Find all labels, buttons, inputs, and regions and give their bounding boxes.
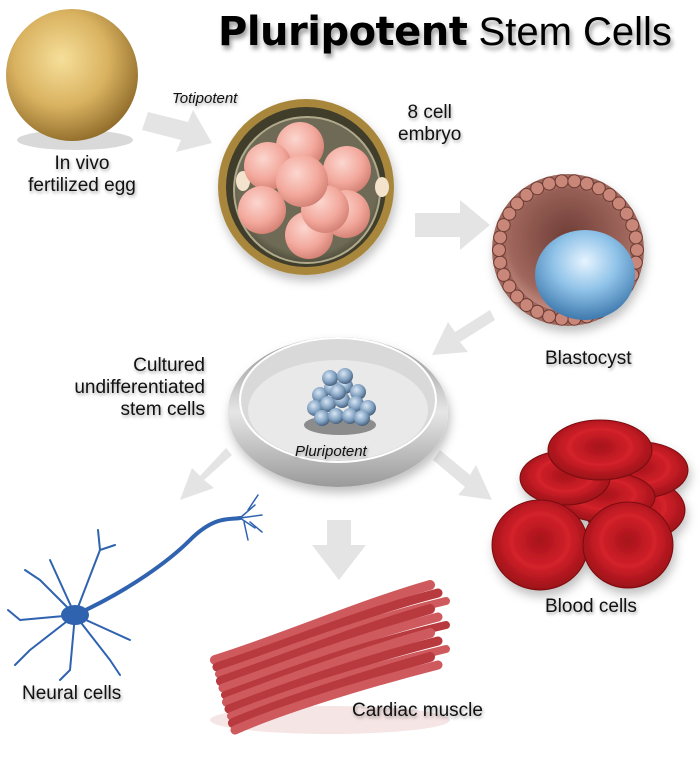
cultured-label: Cultured undifferentiated stem cells xyxy=(60,355,205,421)
egg-label: In vivo fertilized egg xyxy=(22,153,142,197)
trophoblast-cell xyxy=(625,218,640,233)
trophoblast-cell xyxy=(510,289,525,304)
trophoblast-cell xyxy=(496,267,511,282)
trophoblast-cell xyxy=(542,176,557,191)
arrows xyxy=(142,110,495,580)
stem-cell xyxy=(320,396,336,412)
blood-label: Blood cells xyxy=(545,596,637,617)
muscle-fiber xyxy=(230,660,443,735)
neural-label: Neural cells xyxy=(22,683,122,704)
title-regular: Stem Cells xyxy=(478,10,672,54)
stem-cell xyxy=(350,384,366,400)
arrow-embryo-to-blastocyst xyxy=(415,200,490,250)
arrow-dish-to-cardiac xyxy=(312,520,366,580)
trophoblast-cell xyxy=(554,174,569,189)
stem-cell xyxy=(330,384,346,400)
stem-cell xyxy=(314,410,330,426)
muscle-fiber xyxy=(222,628,435,707)
trophoblast-cell xyxy=(630,243,644,257)
trophoblast-cell xyxy=(579,176,594,191)
muscle-fiber xyxy=(228,652,435,728)
cultured-label-line3: stem cells xyxy=(120,399,205,420)
stem-cell xyxy=(342,408,358,424)
cardiac-muscle-illustration xyxy=(210,580,450,735)
trophoblast-cell xyxy=(628,230,643,245)
trophoblast-cell xyxy=(619,206,634,221)
muscle-fiber xyxy=(224,636,443,714)
arrow-blastocyst-to-dish xyxy=(432,310,495,355)
trophoblast-cell xyxy=(502,206,517,221)
trophoblast-cell xyxy=(567,174,582,189)
blastocyst-label: Blastocyst xyxy=(545,348,632,369)
arrow-dish-to-neural xyxy=(180,448,232,500)
stem-cell xyxy=(337,368,353,384)
muscle-fiber xyxy=(210,580,435,665)
trophoblast-cell xyxy=(602,187,617,202)
stem-cell xyxy=(328,408,344,424)
petri-dish-illustration xyxy=(228,337,448,487)
trophoblast-cell xyxy=(519,187,534,202)
trophoblast-cell xyxy=(496,218,511,233)
embryo-illustration xyxy=(218,99,394,275)
trophoblast-cell xyxy=(493,255,508,270)
blood-cells-illustration xyxy=(491,419,689,591)
page-title: Pluripotent Stem Cells xyxy=(218,8,672,56)
embryo-label-line1: 8 cell xyxy=(407,102,452,123)
fertilized-egg-illustration xyxy=(6,9,138,150)
stem-cell xyxy=(354,410,370,426)
egg-label-line1: In vivo xyxy=(54,153,110,174)
muscle-fiber xyxy=(216,604,435,686)
trophoblast-cell xyxy=(530,304,545,319)
arrow-egg-to-embryo xyxy=(142,110,212,152)
blastocyst-illustration xyxy=(492,174,644,326)
cultured-label-line1: Cultured xyxy=(133,355,205,376)
title-bold: Pluripotent xyxy=(218,9,468,55)
trophoblast-cell xyxy=(502,279,517,294)
cardiac-label: Cardiac muscle xyxy=(352,700,483,721)
muscle-fiber xyxy=(212,588,443,672)
totipotent-label: Totipotent xyxy=(172,90,238,107)
trophoblast-cell xyxy=(493,230,508,245)
cultured-label-line2: undifferentiated xyxy=(74,377,205,398)
trophoblast-cell xyxy=(519,298,534,313)
trophoblast-cell xyxy=(542,309,557,324)
trophoblast-cell xyxy=(591,181,606,196)
embryo-label: 8 cell embryo xyxy=(398,102,461,146)
trophoblast-cell xyxy=(510,196,525,211)
neuron-illustration xyxy=(7,494,263,681)
trophoblast-cell xyxy=(492,243,506,257)
egg-label-line2: fertilized egg xyxy=(28,175,136,196)
embryo-label-line2: embryo xyxy=(398,124,462,145)
stem-cell xyxy=(322,370,338,386)
muscle-fiber xyxy=(218,612,443,693)
trophoblast-cell xyxy=(530,181,545,196)
pluripotent-dish-label: Pluripotent xyxy=(295,443,367,460)
trophoblast-cell xyxy=(611,196,626,211)
arrow-dish-to-blood xyxy=(433,450,492,500)
